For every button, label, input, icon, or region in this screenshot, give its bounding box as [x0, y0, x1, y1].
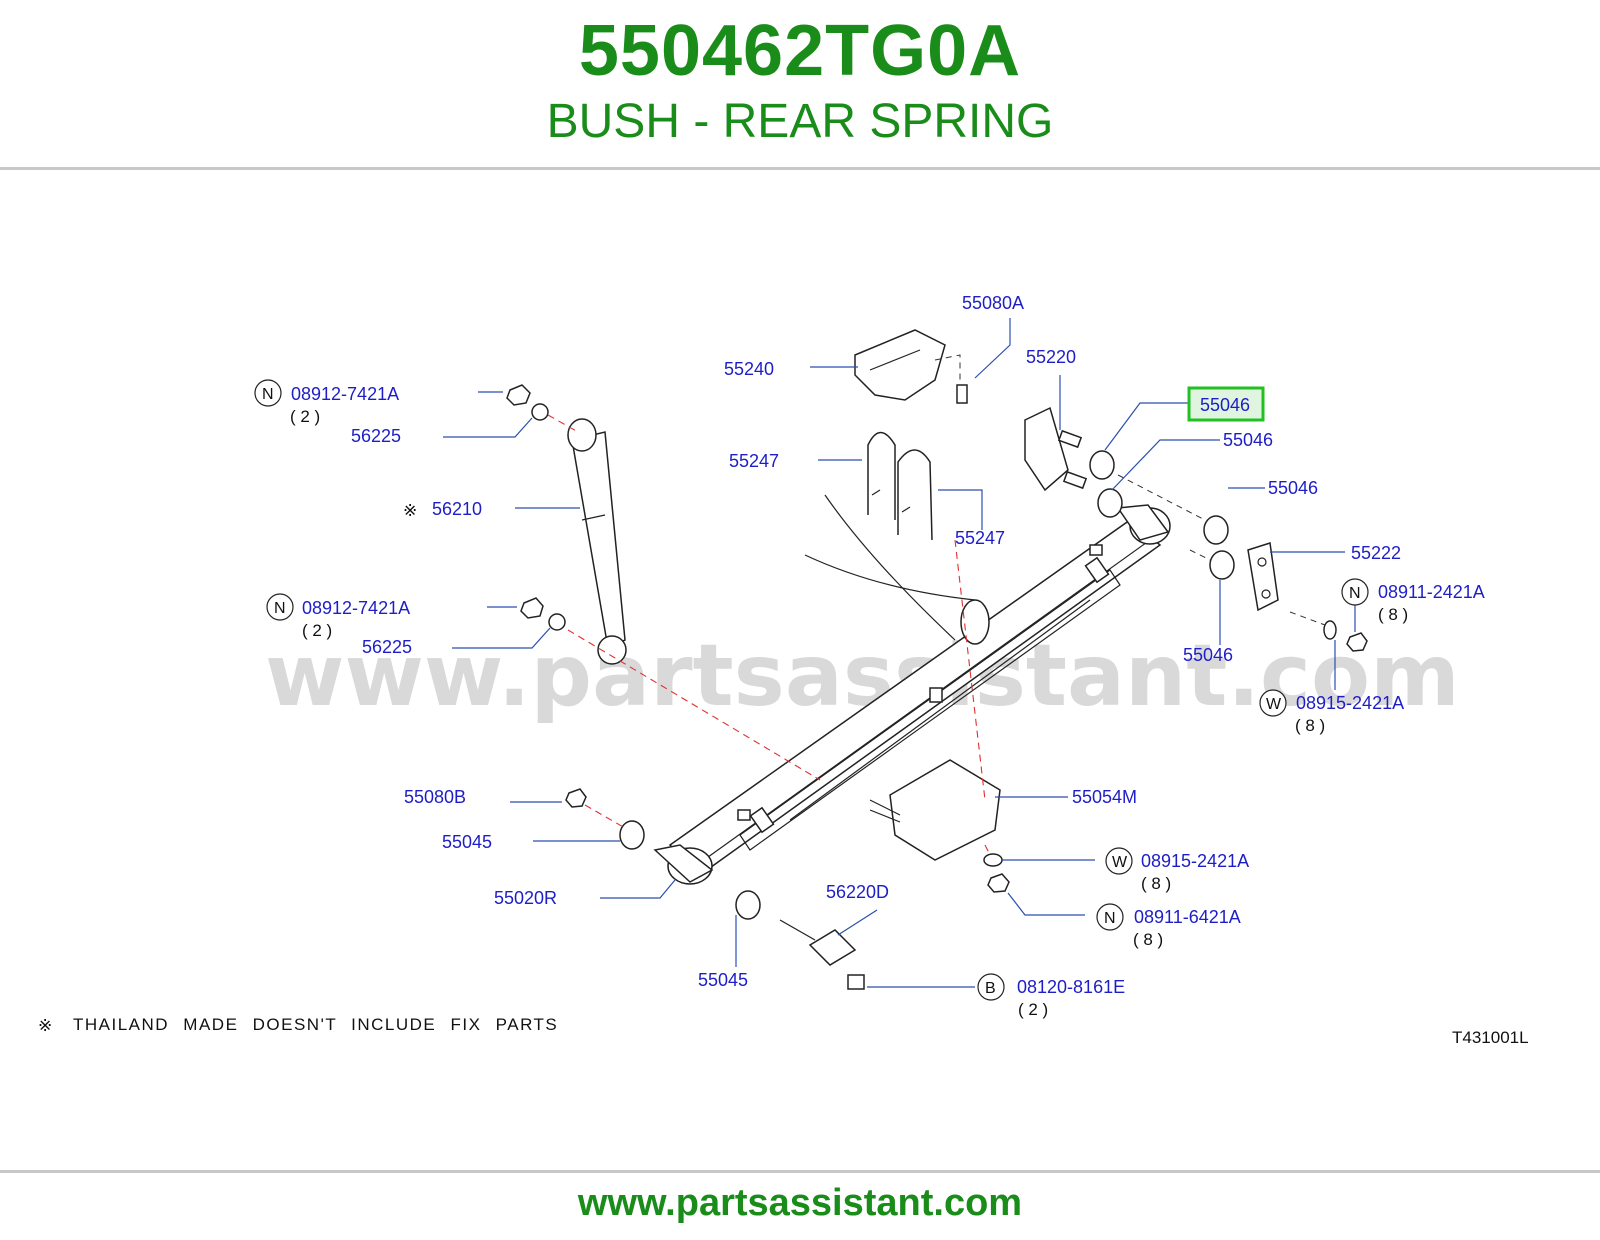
page-header: 550462TG0A BUSH - REAR SPRING: [0, 0, 1600, 168]
w-prefix-text: W: [1266, 696, 1282, 713]
quantity-text: ( 8 ): [1295, 716, 1325, 735]
leaf-spring-assembly: [653, 504, 1171, 885]
axle-tube: [804, 494, 990, 645]
quantity-text: ( 2 ): [302, 621, 332, 640]
n-prefix-badge: [1341, 578, 1369, 606]
n-prefix-badge: [1096, 903, 1124, 931]
b-prefix-badge: [977, 973, 1005, 1001]
diagram-code: T431001L: [1452, 1028, 1529, 1047]
quantity-text: ( 2 ): [1018, 1000, 1048, 1019]
n-prefix-text: N: [262, 386, 274, 403]
highlight-box: [1187, 386, 1265, 422]
label-55222[interactable]: 55222: [1351, 543, 1401, 563]
part-number-title: 550462TG0A: [578, 11, 1022, 91]
leader-lines: [443, 318, 1356, 988]
spring-seat-plate: [869, 759, 1001, 861]
shackle-pin: [779, 919, 865, 990]
label-55220[interactable]: 55220: [1026, 347, 1076, 367]
label-55045[interactable]: 55045: [698, 970, 748, 990]
quantity-text: ( 2 ): [290, 407, 320, 426]
bushes: [619, 450, 1235, 920]
shock-absorber: [567, 418, 627, 665]
label-08912-7421A[interactable]: 08912-7421A: [291, 384, 399, 404]
label-55080B[interactable]: 55080B: [404, 787, 466, 807]
label-55046[interactable]: 55046: [1268, 478, 1318, 498]
label-55046-highlighted[interactable]: 55046: [1200, 395, 1250, 415]
quantity-text: ( 8 ): [1378, 605, 1408, 624]
alignment-lines: [547, 414, 1326, 856]
label-08911-6421A[interactable]: 08911-6421A: [1134, 907, 1241, 927]
label-55240[interactable]: 55240: [724, 359, 774, 379]
label-55247[interactable]: 55247: [729, 451, 779, 471]
w-prefix-badge: [1105, 847, 1133, 875]
label-08915-2421A[interactable]: 08915-2421A: [1296, 693, 1404, 713]
footnote-text: THAILAND MADE DOESN'T INCLUDE FIX PARTS: [73, 1015, 558, 1034]
label-08915-2421A[interactable]: 08915-2421A: [1141, 851, 1249, 871]
header-divider: [0, 167, 1600, 170]
quantity-text: ( 8 ): [1133, 930, 1163, 949]
label-55046[interactable]: 55046: [1223, 430, 1273, 450]
n-prefix-text: N: [1349, 585, 1361, 602]
n-prefix-badge: [254, 379, 282, 407]
b-prefix-text: B: [985, 980, 996, 997]
quantity-text: ( 8 ): [1141, 874, 1171, 893]
note-symbol: ※: [38, 1016, 52, 1035]
label-08912-7421A[interactable]: 08912-7421A: [302, 598, 410, 618]
n-prefix-badge: [266, 593, 294, 621]
w-prefix-badge: [1259, 689, 1287, 717]
w-prefix-text: W: [1112, 854, 1128, 871]
part-labels: 55080A 55240 55220 55046 55046 55046 550…: [38, 293, 1529, 1047]
footer-website-link[interactable]: www.partsassistant.com: [577, 1182, 1023, 1224]
label-55054M[interactable]: 55054M: [1072, 787, 1137, 807]
star-symbol: ※: [403, 501, 417, 520]
label-08120-8161E[interactable]: 08120-8161E: [1017, 977, 1125, 997]
label-56220D[interactable]: 56220D: [826, 882, 889, 902]
footer-divider: [0, 1170, 1600, 1173]
spring-shackle: [1024, 406, 1088, 492]
u-bolts: [867, 431, 933, 541]
label-55045[interactable]: 55045: [442, 832, 492, 852]
label-55020R[interactable]: 55020R: [494, 888, 557, 908]
part-description: BUSH - REAR SPRING: [546, 95, 1054, 148]
shackle-plate: [1247, 542, 1279, 612]
label-55247[interactable]: 55247: [955, 528, 1005, 548]
bump-stopper: [854, 329, 968, 404]
n-prefix-text: N: [274, 600, 286, 617]
label-56225[interactable]: 56225: [351, 426, 401, 446]
fasteners: [506, 384, 1368, 893]
label-55080A[interactable]: 55080A: [962, 293, 1024, 313]
label-56210[interactable]: 56210: [432, 499, 482, 519]
label-08911-2421A[interactable]: 08911-2421A: [1378, 582, 1485, 602]
label-55046[interactable]: 55046: [1183, 645, 1233, 665]
n-prefix-text: N: [1104, 910, 1116, 927]
label-56225[interactable]: 56225: [362, 637, 412, 657]
